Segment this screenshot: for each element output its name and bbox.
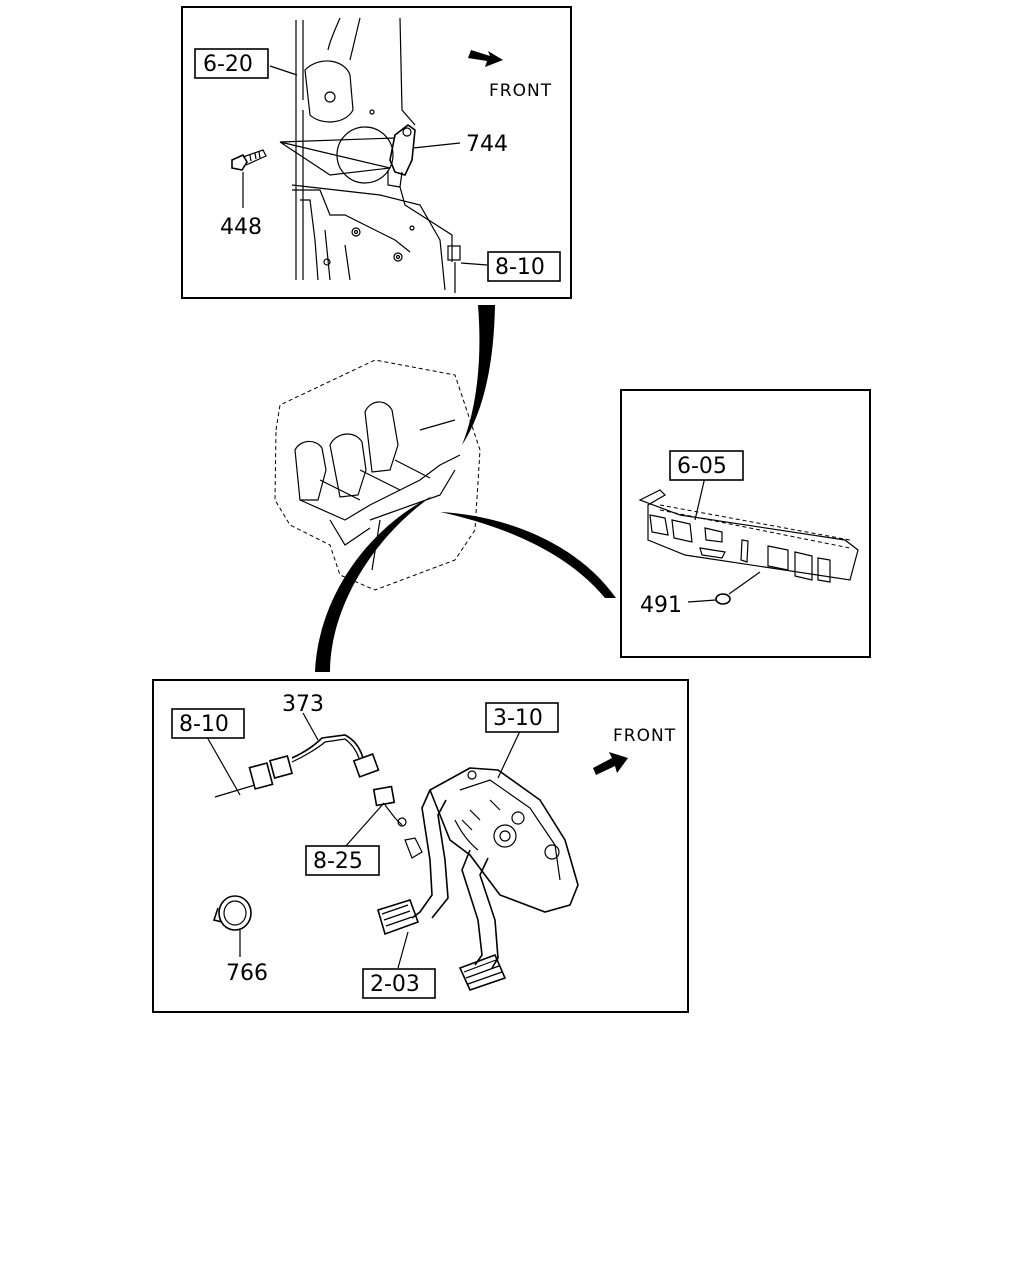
part-label-766: 766	[226, 961, 268, 986]
front-arrow-icon-bottom	[593, 752, 628, 775]
ref-box-6-20	[194, 48, 269, 79]
front-label: FRONT	[489, 81, 552, 101]
callout-swoosh-bottom	[315, 496, 432, 672]
ref-label-8-10-bottom: 8-10	[179, 712, 229, 737]
grommet-491	[715, 593, 731, 605]
front-arrow-icon	[468, 50, 503, 67]
ref-box-8-10-top	[487, 251, 561, 282]
ref-label-6-20: 6-20	[203, 52, 253, 77]
ref-label-3-10: 3-10	[493, 706, 543, 731]
ref-label-2-03: 2-03	[370, 972, 420, 997]
part-label-448: 448	[220, 215, 262, 240]
brake-pedal-arm	[458, 849, 507, 991]
pedal-switch-sensor	[387, 124, 461, 293]
ref-box-3-10	[485, 702, 559, 733]
ref-box-6-05	[669, 450, 744, 481]
pillar-panel-drawing	[291, 17, 446, 291]
clutch-pedal-arm	[377, 789, 449, 936]
bottom-detail-panel: FRONT 8-10 373 3-10 8-25 766 2-03	[152, 679, 689, 1013]
ref-label-6-05: 6-05	[677, 454, 727, 479]
pedal-switch-8-25	[372, 785, 423, 859]
part-label-744: 744	[466, 132, 508, 157]
part-label-373: 373	[282, 692, 324, 717]
pedal-bracket-assembly	[428, 767, 579, 913]
callout-swoosh-right	[440, 512, 616, 598]
ref-label-8-10-top: 8-10	[495, 255, 545, 280]
wiring-harness-373	[214, 734, 380, 798]
right-detail-panel: 6-05 491	[620, 389, 871, 658]
ref-box-8-25	[305, 845, 380, 876]
clip-766	[212, 895, 252, 931]
callout-swoosh-top	[462, 305, 495, 445]
front-label-bottom: FRONT	[613, 726, 676, 746]
dash-crossmember-drawing	[638, 489, 859, 583]
part-label-491: 491	[640, 593, 682, 618]
top-detail-panel: FRONT 6-20 744 448 8-10	[181, 6, 572, 299]
vehicle-cab-overview	[274, 359, 481, 591]
ref-label-8-25: 8-25	[313, 849, 363, 874]
ref-box-2-03	[362, 968, 436, 999]
bolt-448-drawing	[231, 149, 267, 171]
ref-box-8-10-bottom	[171, 708, 245, 739]
